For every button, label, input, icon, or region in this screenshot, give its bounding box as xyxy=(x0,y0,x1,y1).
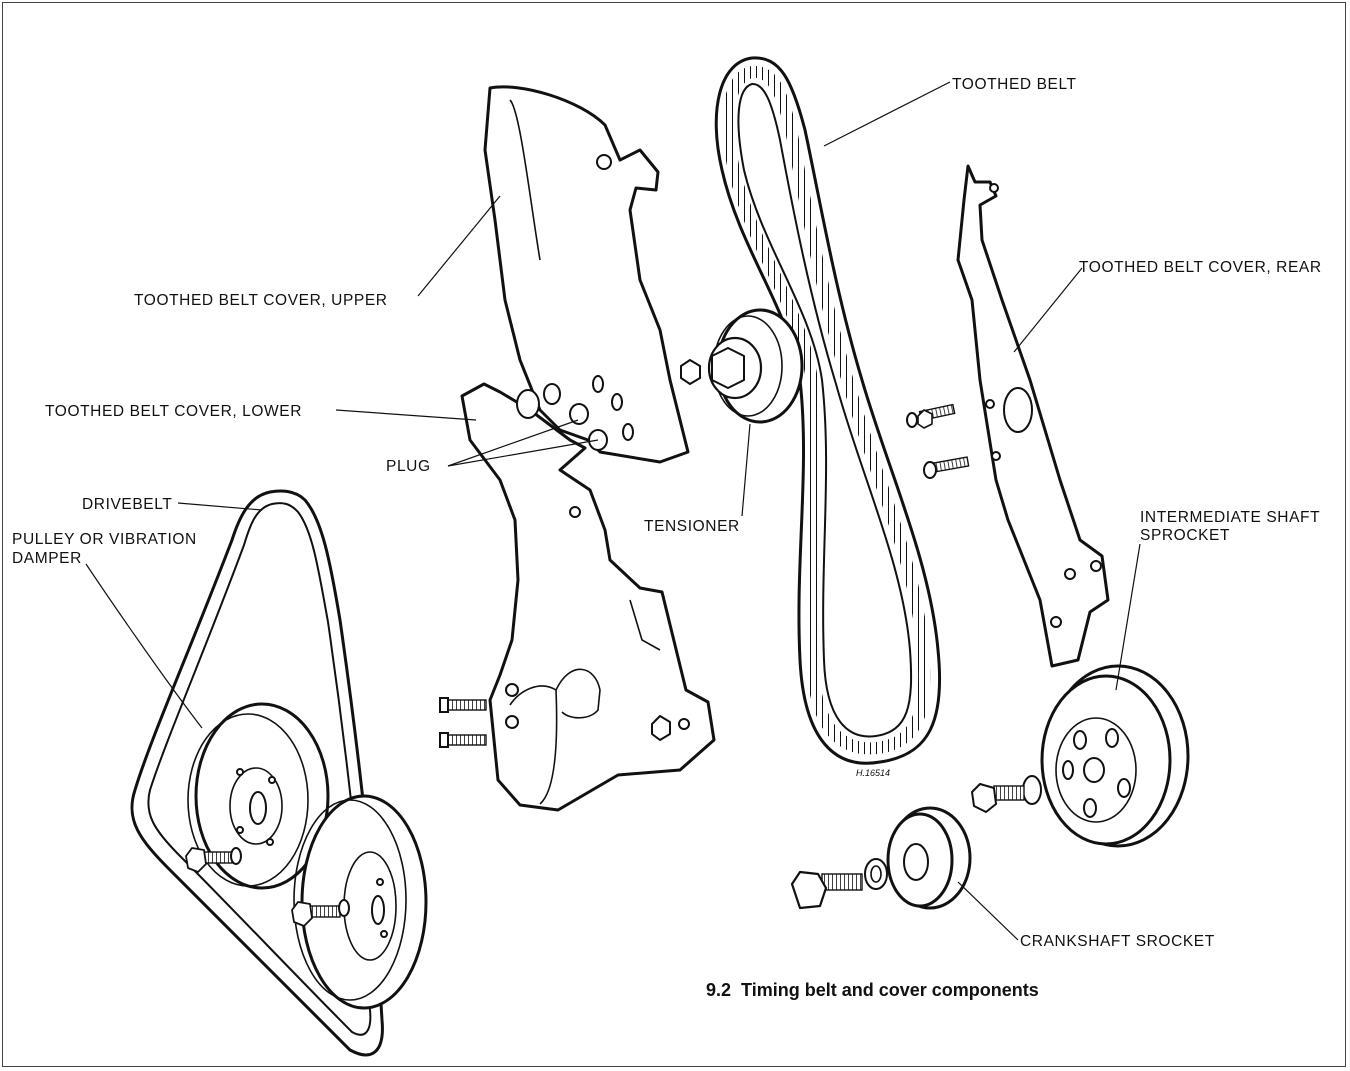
label-cover-rear: TOOTHED BELT COVER, REAR xyxy=(1079,259,1322,276)
intermediate-sprocket-bolt xyxy=(971,775,1042,813)
label-plug: PLUG xyxy=(386,458,431,475)
tensioner xyxy=(680,308,804,424)
belt-cover-upper xyxy=(483,85,690,464)
label-cover-lower: TOOTHED BELT COVER, LOWER xyxy=(45,403,302,420)
label-intermediate-line1: INTERMEDIATE SHAFT xyxy=(1140,509,1320,526)
crankshaft-sprocket xyxy=(886,806,972,910)
ref-code: H.16514 xyxy=(856,768,890,778)
crankshaft-bolt xyxy=(790,858,888,910)
toothed-belt: H.16514 xyxy=(714,56,942,778)
labels: TOOTHED BELT TOOTHED BELT COVER, UPPER T… xyxy=(12,76,1322,950)
label-drivebelt: DRIVEBELT xyxy=(82,496,172,513)
belt-cover-rear xyxy=(956,164,1110,668)
drivebelt xyxy=(130,489,384,1057)
intermediate-shaft-sprocket xyxy=(1040,664,1190,848)
pulley-bolts xyxy=(185,847,350,927)
plugs xyxy=(516,383,608,451)
label-toothed-belt: TOOTHED BELT xyxy=(952,76,1077,93)
label-tensioner: TENSIONER xyxy=(644,518,740,535)
vibration-damper xyxy=(293,794,428,1010)
figure-caption: 9.2 Timing belt and cover components xyxy=(706,980,1039,1000)
leader-lines xyxy=(85,81,1141,941)
label-cover-upper: TOOTHED BELT COVER, UPPER xyxy=(134,292,388,309)
label-pulley-line2: DAMPER xyxy=(12,550,82,567)
rear-cover-bolts xyxy=(906,403,970,479)
lower-cover-bolts xyxy=(439,697,487,748)
label-intermediate-line2: SPROCKET xyxy=(1140,527,1230,544)
crankshaft-pulley xyxy=(187,702,330,890)
label-pulley-line1: PULLEY OR VIBRATION xyxy=(12,531,197,548)
label-crankshaft: CRANKSHAFT SROCKET xyxy=(1020,933,1215,950)
